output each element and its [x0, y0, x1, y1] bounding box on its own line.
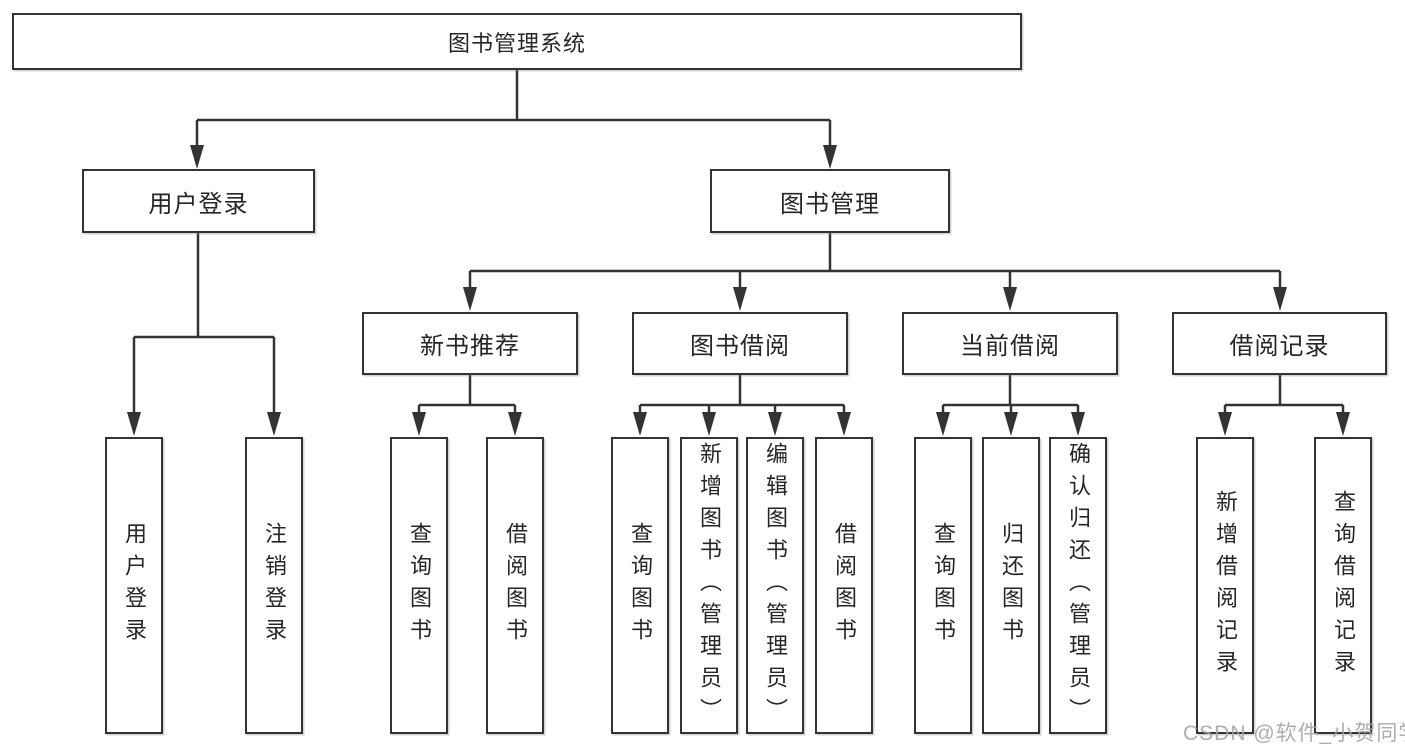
node-label: 用户登录 — [148, 190, 249, 218]
node-label: 注销登录 — [262, 521, 287, 650]
node-label: 新增图书（管理员） — [697, 441, 722, 730]
node-label: 新书推荐 — [420, 333, 520, 360]
node-book-management: 图书管理 — [710, 169, 950, 233]
node-leaf-return-books: 归还图书 — [982, 437, 1040, 734]
node-label: 用户登录 — [122, 521, 147, 650]
arrowhead-icon — [127, 145, 1350, 436]
node-label: 图书借阅 — [690, 333, 790, 360]
node-label: 借阅图书 — [503, 521, 528, 650]
node-label: 当前借阅 — [960, 333, 1060, 360]
node-label: 图书管理 — [780, 190, 880, 218]
node-leaf-add-books-admin: 新增图书（管理员） — [680, 437, 738, 734]
node-label: 归还图书 — [999, 521, 1024, 650]
node-label: 确认归还（管理员） — [1066, 441, 1091, 730]
node-new-book-recommend: 新书推荐 — [362, 312, 578, 375]
node-label: 查询借阅记录 — [1331, 489, 1356, 682]
node-leaf-edit-books-admin: 编辑图书（管理员） — [746, 437, 804, 734]
connector-path — [132, 70, 1345, 416]
node-user-login: 用户登录 — [82, 169, 315, 233]
node-label: 查询图书 — [628, 521, 653, 650]
node-leaf-query-borrow-record: 查询借阅记录 — [1314, 437, 1372, 734]
node-label: 新增借阅记录 — [1213, 489, 1238, 682]
node-label: 借阅记录 — [1229, 333, 1330, 360]
node-leaf-query-books-2: 查询图书 — [611, 437, 669, 734]
node-leaf-query-books-3: 查询图书 — [914, 437, 972, 734]
node-leaf-confirm-return-admin: 确认归还（管理员） — [1049, 437, 1107, 734]
node-borrowing-records: 借阅记录 — [1172, 312, 1387, 375]
node-label: 图书管理系统 — [447, 30, 586, 56]
node-label: 借阅图书 — [832, 521, 857, 650]
node-library-management-system: 图书管理系统 — [12, 13, 1022, 70]
node-label: 查询图书 — [931, 521, 956, 650]
node-leaf-logout: 注销登录 — [245, 437, 303, 734]
node-leaf-query-books-1: 查询图书 — [390, 437, 448, 734]
node-label: 查询图书 — [407, 521, 432, 650]
node-leaf-borrow-books-2: 借阅图书 — [815, 437, 873, 734]
watermark-text: CSDN @软件_小贺同学 — [1183, 722, 1405, 745]
node-leaf-user-login: 用户登录 — [105, 437, 163, 734]
node-current-borrowing: 当前借阅 — [902, 312, 1118, 375]
node-leaf-add-borrow-record: 新增借阅记录 — [1196, 437, 1254, 734]
node-leaf-borrow-books-1: 借阅图书 — [486, 437, 544, 734]
node-label: 编辑图书（管理员） — [763, 441, 788, 730]
node-book-borrowing: 图书借阅 — [632, 312, 848, 375]
